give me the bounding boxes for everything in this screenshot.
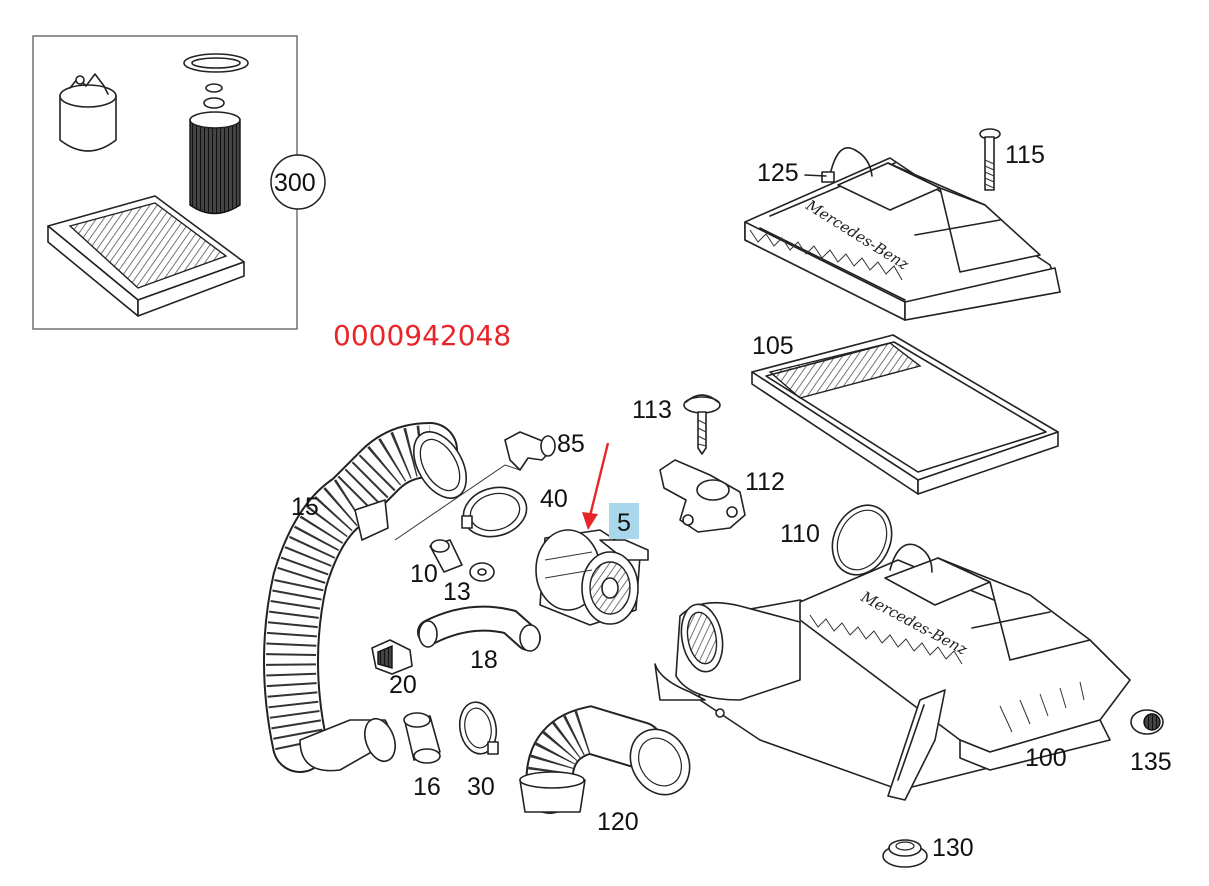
callout-13: 13 — [443, 578, 471, 606]
service-kit-inset: 300 — [32, 35, 326, 330]
screw-115-icon — [979, 128, 1001, 191]
callout-20: 20 — [389, 671, 417, 699]
callout-112: 112 — [745, 468, 785, 496]
grommet-130-icon — [882, 839, 928, 868]
screw-113-icon — [683, 394, 721, 455]
fuel-filter-icon — [59, 73, 117, 152]
callout-5: 5 — [617, 509, 631, 537]
callout-100: 100 — [1025, 744, 1067, 772]
callout-120: 120 — [597, 808, 639, 836]
sleeve-16-icon — [403, 712, 441, 764]
callout-130: 130 — [932, 834, 974, 862]
air-filter-cover-upper: Mercedes-Benz — [744, 147, 1061, 321]
callout-15: 15 — [291, 493, 319, 521]
callout-85: 85 — [557, 430, 585, 458]
callout-113: 113 — [632, 396, 672, 424]
callout-30: 30 — [467, 773, 495, 801]
callout-135: 135 — [1130, 748, 1172, 776]
intake-hose-icon — [263, 422, 468, 773]
elbow-hose-120-icon — [519, 705, 691, 814]
callout-18: 18 — [470, 646, 498, 674]
panel-filter-icon — [47, 195, 245, 317]
hose-18-icon — [417, 605, 541, 652]
seal-ring-110-icon — [831, 504, 893, 576]
hose-clamp-icon — [461, 486, 528, 538]
air-filter-housing-icon: Mercedes-Benz — [654, 543, 1131, 801]
washer-13-icon — [469, 562, 495, 582]
highlight-arrow-icon — [582, 442, 610, 530]
callout-110: 110 — [780, 520, 820, 548]
callout-40: 40 — [540, 485, 568, 513]
grommet-135-icon — [1130, 709, 1164, 735]
highlight-box — [609, 503, 639, 539]
callout-115: 115 — [1005, 141, 1045, 169]
oil-filter-element-icon — [183, 53, 249, 215]
callout-105: 105 — [752, 332, 794, 360]
callout-10: 10 — [410, 560, 438, 588]
part-number: 0000942048 — [333, 319, 511, 352]
bolt-10-icon — [429, 539, 463, 573]
connector-20-icon — [371, 639, 413, 675]
callout-16: 16 — [413, 773, 441, 801]
callout-125: 125 — [757, 159, 799, 187]
callout-circle-300 — [270, 154, 326, 210]
callout-300: 300 — [274, 169, 316, 197]
clamp-30-icon — [458, 701, 499, 755]
sensor-85-icon — [504, 431, 556, 471]
air-filter-element-icon — [751, 334, 1059, 495]
bracket-112-icon — [659, 459, 746, 533]
mass-air-flow-sensor-icon — [535, 529, 649, 626]
